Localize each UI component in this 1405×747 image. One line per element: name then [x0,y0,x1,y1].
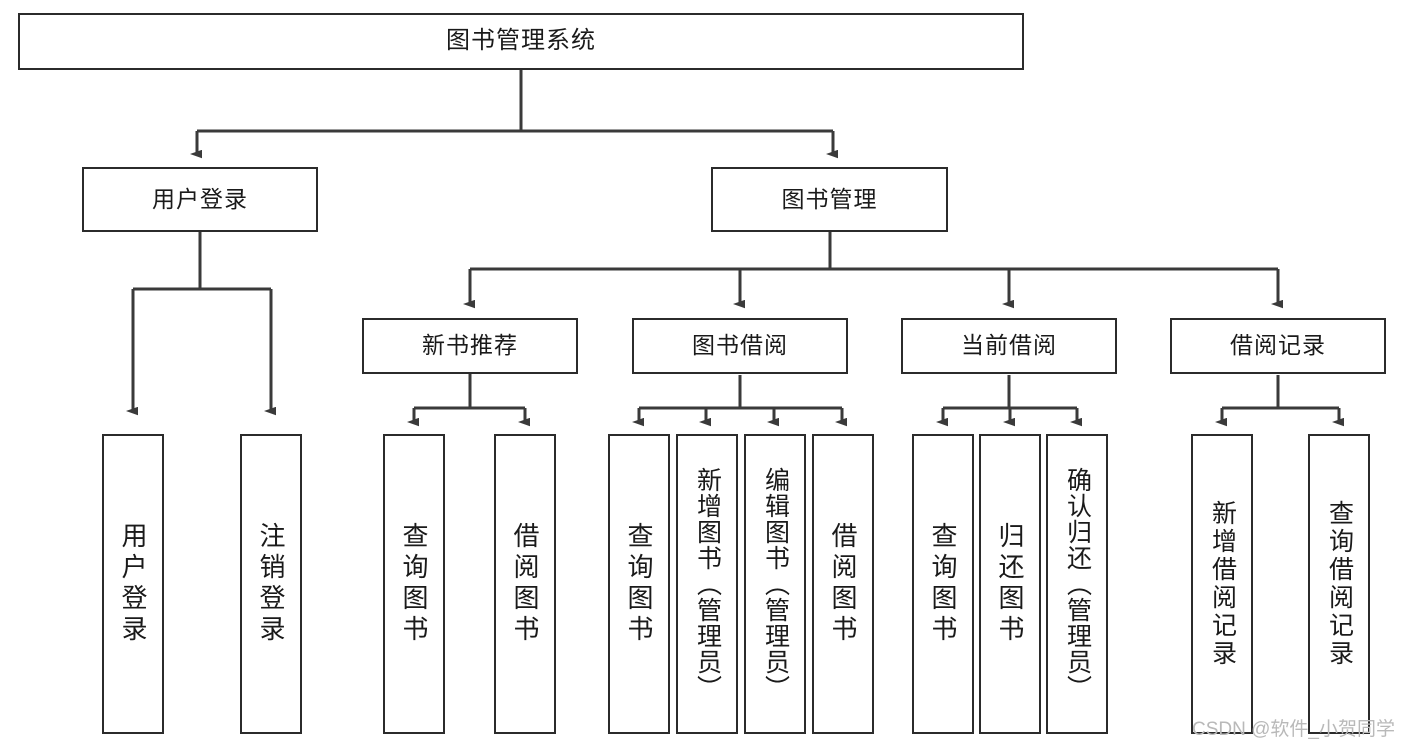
leaf-query-book-3[interactable]: 查询图书 [912,434,974,734]
leaf-add-book[interactable]: 新增图书（管理员） [676,434,738,734]
node-new-book-recommend-label: 新书推荐 [422,332,518,359]
leaf-query-book-1[interactable]: 查询图书 [383,434,445,734]
node-book-borrow-label: 图书借阅 [692,332,788,359]
csdn-watermark: CSDN @软件_小贺同学 [1192,719,1395,740]
leaf-edit-book[interactable]: 编辑图书（管理员） [744,434,806,734]
leaf-add-record[interactable]: 新增借阅记录 [1191,434,1253,734]
leaf-query-book-2-label: 查询图书 [624,522,654,646]
leaf-logout-login-label: 注销登录 [256,522,286,646]
leaf-edit-book-label: 编辑图书（管理员） [761,467,790,701]
leaf-borrow-book-1-label: 借阅图书 [510,522,540,646]
node-user-login-label: 用户登录 [152,185,248,212]
node-book-management-label: 图书管理 [781,185,878,212]
leaf-user-login[interactable]: 用户登录 [102,434,164,734]
node-new-book-recommend[interactable]: 新书推荐 [362,318,578,374]
node-current-borrow[interactable]: 当前借阅 [901,318,1117,374]
node-current-borrow-label: 当前借阅 [961,332,1057,359]
leaf-query-book-3-label: 查询图书 [928,522,958,646]
node-root-label: 图书管理系统 [446,27,596,55]
node-book-management[interactable]: 图书管理 [711,167,948,232]
leaf-borrow-book-1[interactable]: 借阅图书 [494,434,556,734]
leaf-confirm-return-label: 确认归还（管理员） [1063,467,1092,701]
leaf-borrow-book-2-label: 借阅图书 [828,522,858,646]
leaf-add-book-label: 新增图书（管理员） [693,467,722,701]
leaf-query-record[interactable]: 查询借阅记录 [1308,434,1370,734]
node-book-borrow[interactable]: 图书借阅 [632,318,848,374]
leaf-logout-login[interactable]: 注销登录 [240,434,302,734]
leaf-query-record-label: 查询借阅记录 [1325,500,1354,668]
leaf-add-record-label: 新增借阅记录 [1208,500,1237,668]
node-borrow-record[interactable]: 借阅记录 [1170,318,1386,374]
leaf-user-login-label: 用户登录 [118,522,148,646]
leaf-return-book[interactable]: 归还图书 [979,434,1041,734]
leaf-query-book-1-label: 查询图书 [399,522,429,646]
leaf-query-book-2[interactable]: 查询图书 [608,434,670,734]
node-borrow-record-label: 借阅记录 [1230,332,1326,359]
node-user-login[interactable]: 用户登录 [82,167,318,232]
leaf-borrow-book-2[interactable]: 借阅图书 [812,434,874,734]
leaf-confirm-return[interactable]: 确认归还（管理员） [1046,434,1108,734]
node-root[interactable]: 图书管理系统 [18,13,1024,70]
leaf-return-book-label: 归还图书 [995,522,1025,646]
